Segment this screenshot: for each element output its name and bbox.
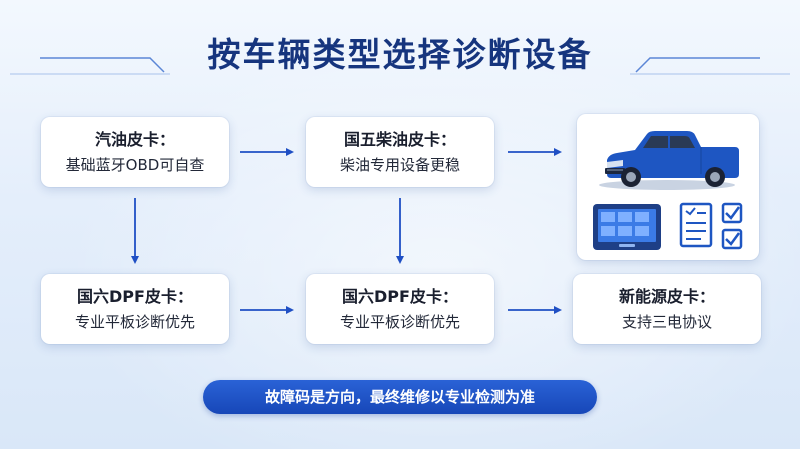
card-dpf-pickup-center: 国六DPF皮卡： 专业平板诊断优先 [306,274,494,344]
card-description: 柴油专用设备更稳 [339,155,460,174]
card-diesel-pickup: 国五柴油皮卡： 柴油专用设备更稳 [306,117,494,187]
page-title: 按车辆类型选择诊断设备 [207,35,593,74]
checklist-icon [679,202,713,248]
card-title: 新能源皮卡： [618,286,715,306]
illustration-card [577,114,759,260]
pickup-truck-icon [599,131,739,190]
card-new-energy-pickup: 新能源皮卡： 支持三电协议 [573,274,761,344]
card-description: 基础蓝牙OBD可自查 [65,155,205,174]
card-dpf-pickup-left: 国六DPF皮卡： 专业平板诊断优先 [41,274,229,344]
card-description: 支持三电协议 [621,312,712,331]
checkbox-icon [721,202,743,250]
card-description: 专业平板诊断优先 [74,312,195,331]
card-title: 国六DPF皮卡： [77,286,193,306]
card-title: 国六DPF皮卡： [342,286,458,306]
card-gasoline-pickup: 汽油皮卡： 基础蓝牙OBD可自查 [41,117,229,187]
card-title: 汽油皮卡： [94,129,175,149]
card-description: 专业平板诊断优先 [339,312,460,331]
diagnostic-tablet-icon [593,204,661,250]
footer-note: 故障码是方向，最终维修以专业检测为准 [203,380,597,414]
card-title: 国五柴油皮卡： [343,129,456,149]
